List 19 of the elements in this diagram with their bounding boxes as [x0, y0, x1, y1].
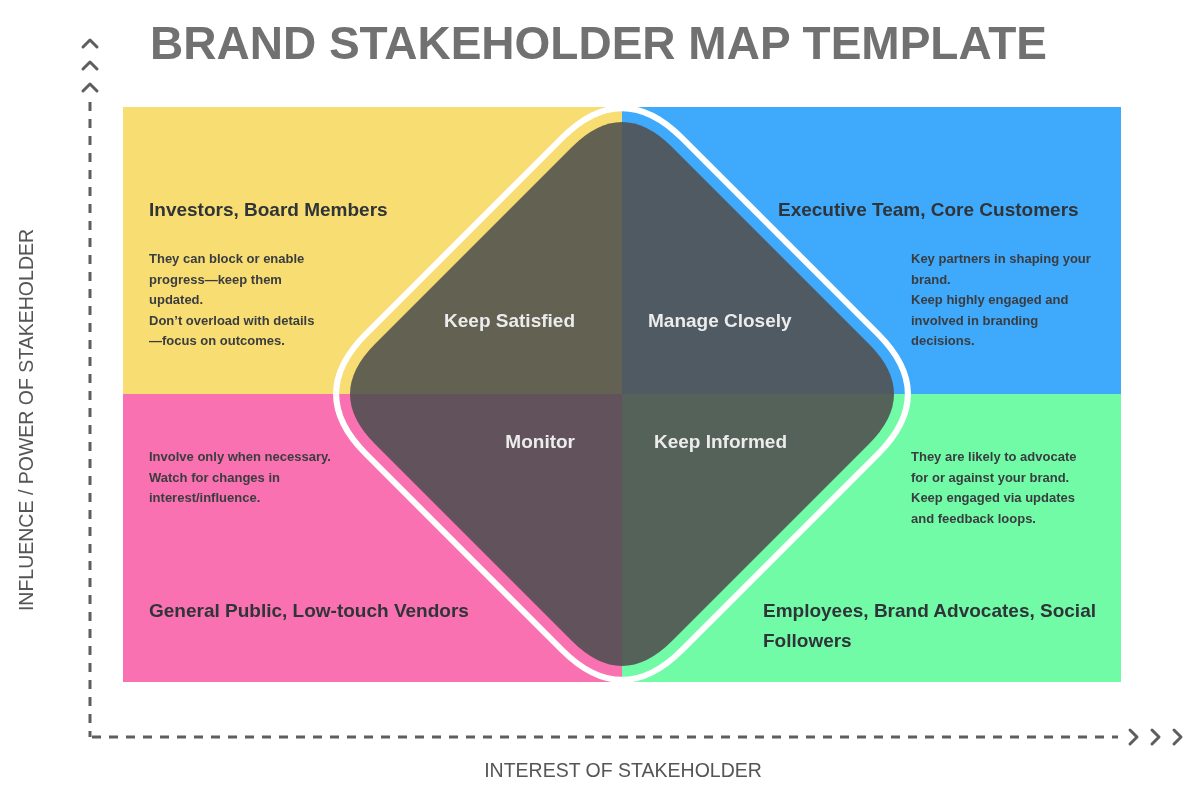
- description-text: Don’t overload with details—focus on outcomes.: [149, 311, 316, 350]
- description-text: Keep engaged via updates and feedback loops.: [911, 489, 1076, 528]
- axis-label: INFLUENCE / POWER OF STAKEHOLDER: [14, 228, 38, 612]
- description-text: Keep highly engaged and involved in branding decisions.: [911, 291, 1070, 350]
- description-text: Watch for changes in interest/influence.: [149, 468, 281, 507]
- page-title: BRAND STAKEHOLDER MAP TEMPLATE: [150, 16, 1047, 71]
- axis-label: INTEREST OF STAKEHOLDER: [484, 758, 762, 782]
- stakeholder-heading: Investors, Board Members: [149, 198, 389, 222]
- stakeholder-heading: Employees, Brand Advocates, Social Followers: [763, 599, 1097, 653]
- strategy-label: Monitor: [505, 430, 575, 454]
- description-text: They are likely to advocate for or against your brand.: [911, 448, 1078, 487]
- description-text: Involve only when necessary.: [149, 448, 332, 466]
- strategy-label: Keep Informed: [654, 430, 788, 454]
- description-text: Key partners in shaping your brand.: [911, 250, 1092, 289]
- stakeholder-heading: General Public, Low-touch Vendors: [149, 599, 470, 623]
- strategy-label: Keep Satisfied: [444, 309, 575, 333]
- description-text: They can block or enable progress—keep them updated.: [149, 250, 306, 309]
- strategy-label: Manage Closely: [648, 309, 792, 333]
- stakeholder-heading: Executive Team, Core Customers: [778, 198, 1080, 222]
